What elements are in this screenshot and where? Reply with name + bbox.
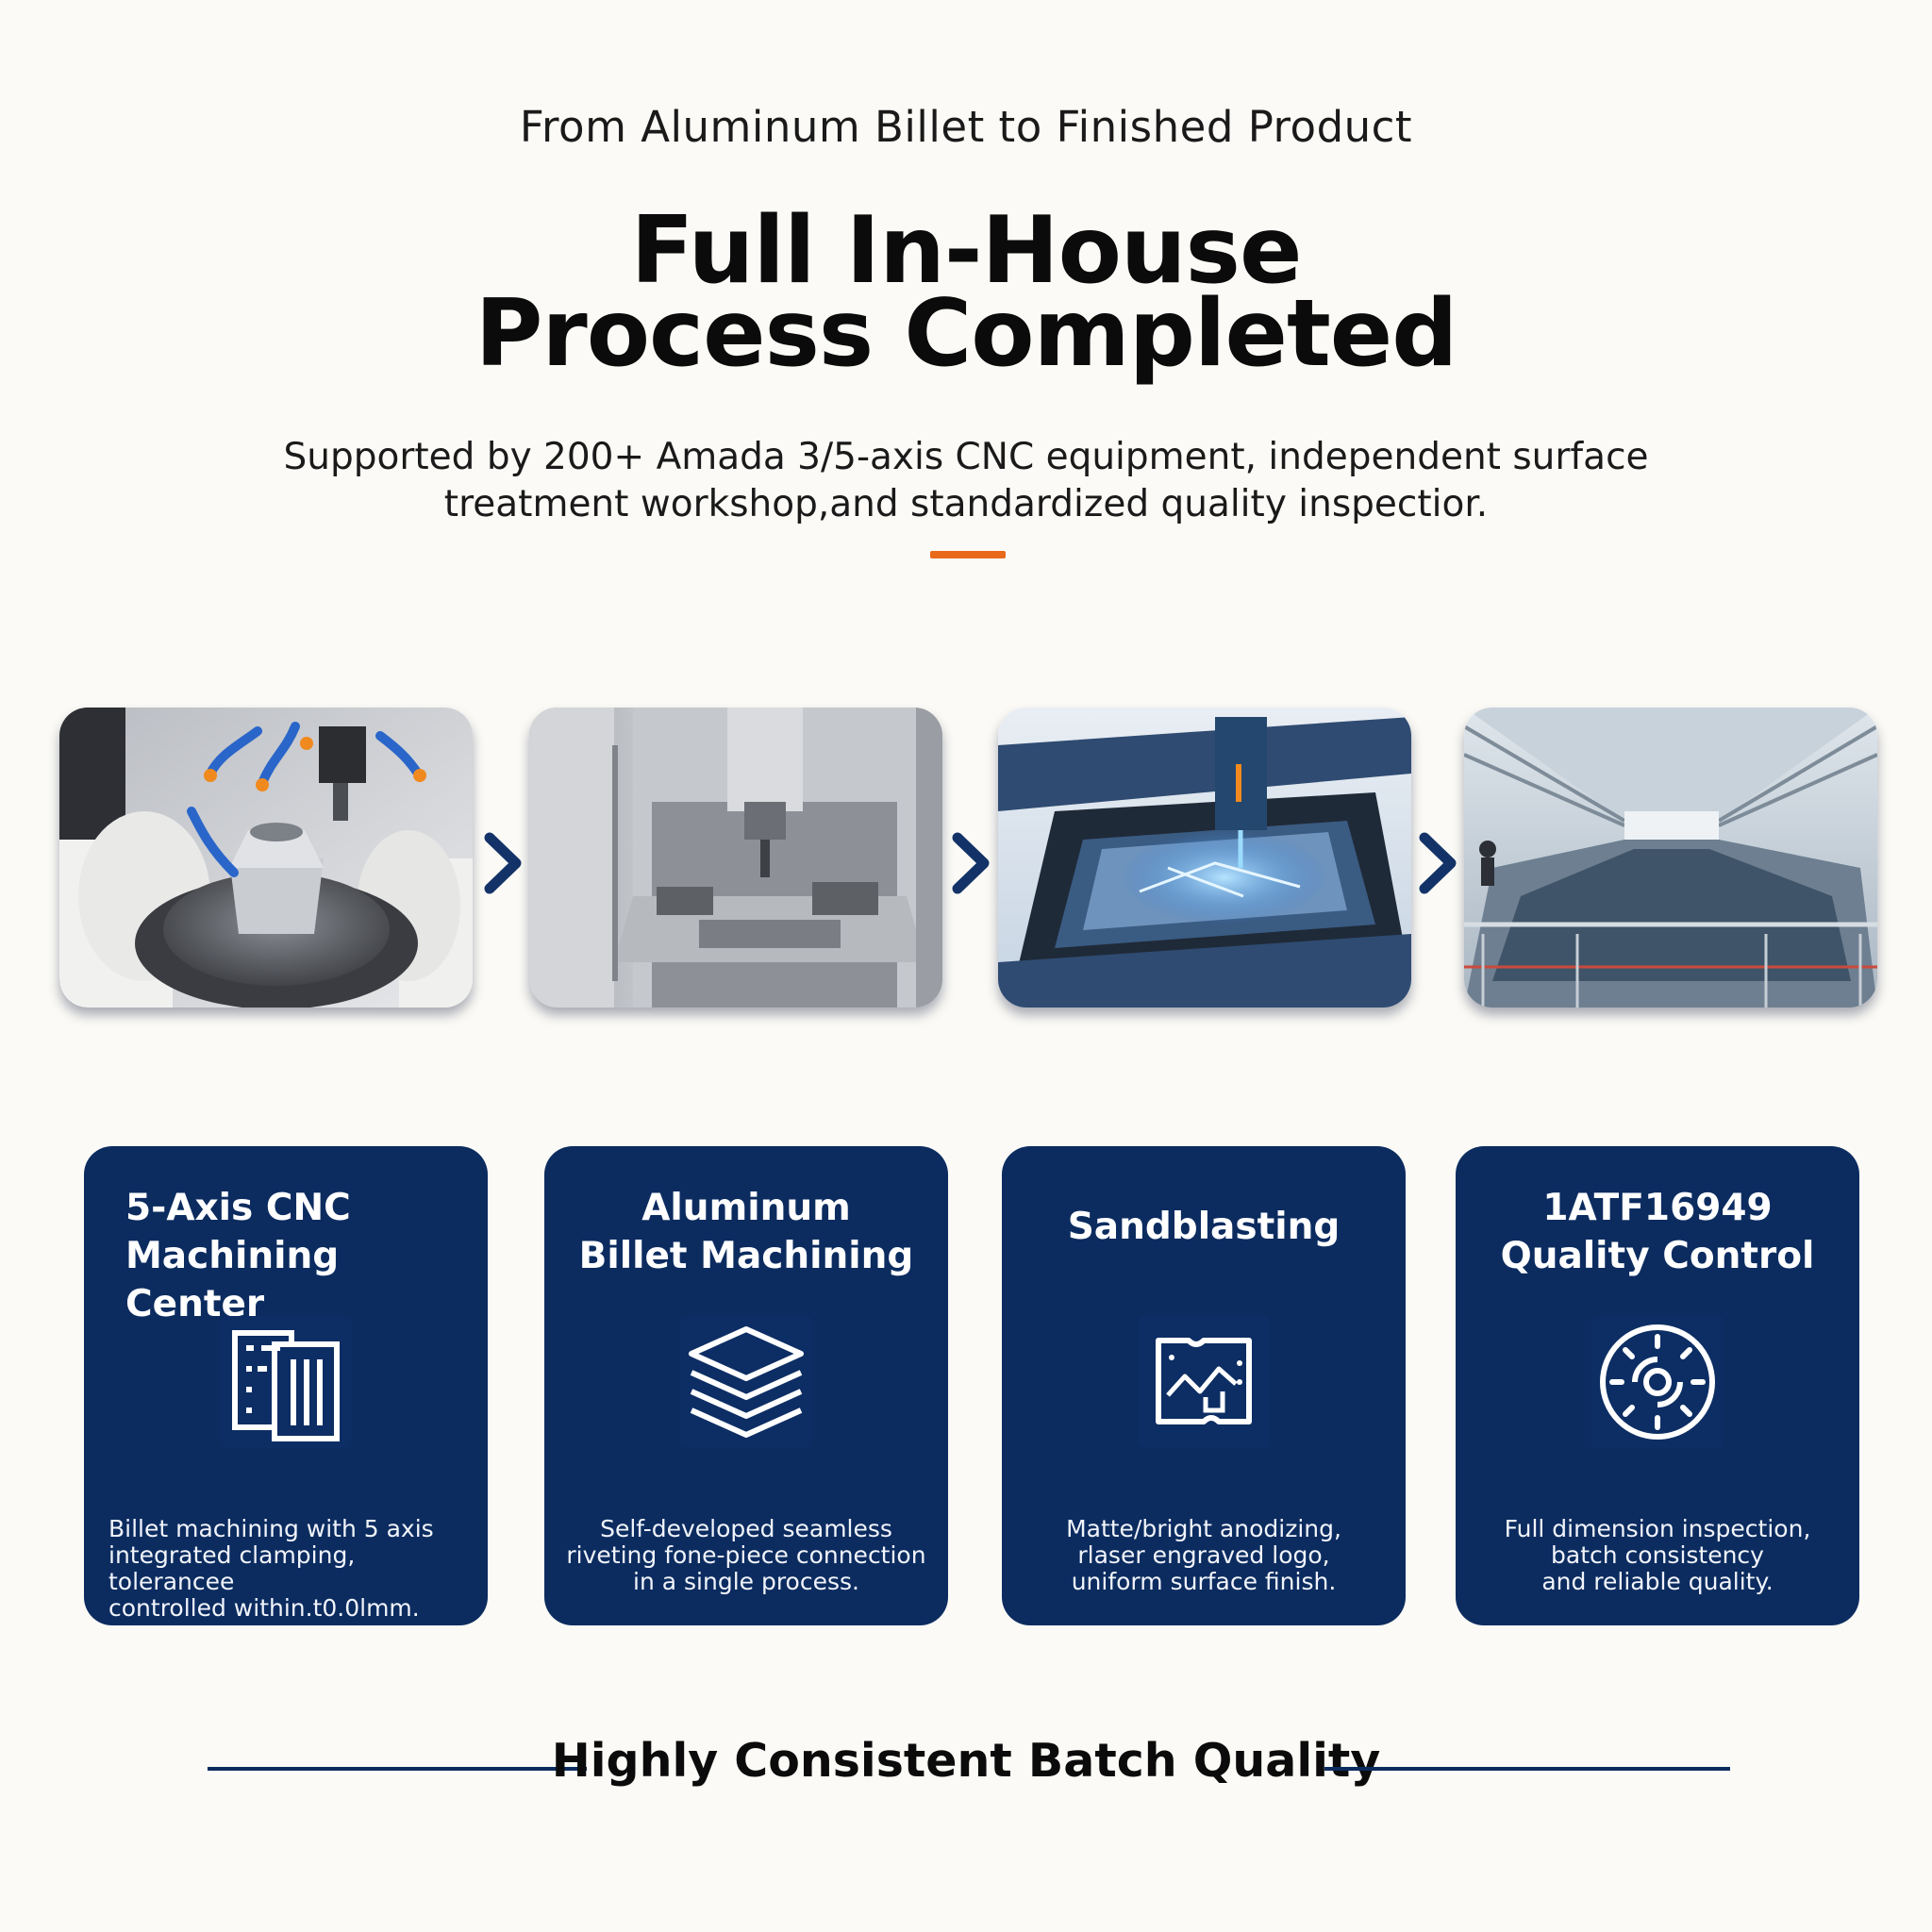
blueprint-document-icon (220, 1316, 352, 1448)
feature-card-billet-machining: Aluminum Billet Machining Self-developed… (544, 1146, 948, 1625)
page-title-line-1: Full In-House (630, 197, 1303, 305)
card-title: 1ATF16949 Quality Control (1456, 1184, 1859, 1280)
card-title-line-1: Aluminum (641, 1187, 851, 1229)
card-description: Self-developed seamless riveting fone-pi… (544, 1516, 948, 1595)
card-description-line-3: and reliable quality. (1541, 1568, 1774, 1595)
feature-card-quality-control: 1ATF16949 Quality Control Full dimension… (1456, 1146, 1859, 1625)
page-subtitle-line-2: treatment workshop,and standardized qual… (443, 483, 1489, 525)
process-arrow-1-icon (480, 830, 527, 896)
card-title: 5-Axis CNC Machining Center (84, 1184, 488, 1328)
surface-treatment-workshop-photo-icon (1464, 708, 1877, 1008)
card-title-line-2: Machining Center (125, 1235, 340, 1325)
card-title-line-2: Quality Control (1500, 1235, 1815, 1277)
card-description-line-1: Billet machining with 5 axis (108, 1515, 434, 1542)
stacked-layers-icon (680, 1316, 812, 1448)
card-title-line-1: 1ATF16949 (1542, 1187, 1773, 1229)
page-title-line-2: Process Completed (475, 280, 1458, 388)
quality-gear-icon (1591, 1316, 1724, 1448)
cnc-machining-enclosure-photo-icon (529, 708, 942, 1008)
card-title-line-1: Sandblasting (1067, 1206, 1341, 1248)
textured-surface-icon (1138, 1316, 1270, 1448)
card-description-line-2: integrated clamping, tolerancee (108, 1541, 356, 1595)
footer-divider-left (208, 1767, 587, 1771)
photo-five-axis-cnc (59, 708, 473, 1008)
process-arrow-3-icon (1415, 830, 1462, 896)
photo-cnc-machining (529, 708, 942, 1008)
card-description-line-3: in a single process. (633, 1568, 859, 1595)
card-title: Aluminum Billet Machining (544, 1184, 948, 1280)
card-description-line-2: batch consistency (1551, 1541, 1764, 1569)
feature-card-sandblasting: Sandblasting Matte/bright anodizing, rla… (1002, 1146, 1406, 1625)
card-description-line-2: riveting fone-piece connection (566, 1541, 926, 1569)
card-description-line-3: uniform surface finish. (1071, 1568, 1337, 1595)
page-subtitle: Supported by 200+ Amada 3/5-axis CNC equ… (283, 434, 1649, 528)
card-description: Full dimension inspection, batch consist… (1456, 1516, 1859, 1595)
card-description-line-3: controlled within.t0.0lmm. (108, 1594, 420, 1622)
footer-divider-right (1324, 1767, 1730, 1771)
photo-surface-treatment-workshop (1464, 708, 1877, 1008)
card-description-line-1: Self-developed seamless (600, 1515, 892, 1542)
photo-laser-engraving (998, 708, 1411, 1008)
footer-tagline: Highly Consistent Batch Quality (551, 1734, 1381, 1788)
laser-engraving-photo-icon (998, 708, 1411, 1008)
five-axis-cnc-photo-icon (59, 708, 473, 1008)
card-title-line-1: 5-Axis CNC (125, 1187, 351, 1229)
card-description-line-1: Full dimension inspection, (1504, 1515, 1811, 1542)
page-subtitle-line-1: Supported by 200+ Amada 3/5-axis CNC equ… (283, 436, 1649, 478)
page-title: Full In-House Process Completed (0, 197, 1932, 388)
accent-divider (930, 551, 1006, 558)
card-title-line-2: Billet Machining (578, 1235, 914, 1277)
card-description-line-1: Matte/bright anodizing, (1066, 1515, 1341, 1542)
card-description: Billet machining with 5 axis integrated … (84, 1516, 488, 1622)
card-description-line-2: rlaser engraved logo, (1077, 1541, 1330, 1569)
eyebrow-heading: From Aluminum Billet to Finished Product (519, 102, 1413, 152)
feature-card-five-axis-cnc: 5-Axis CNC Machining Center Billet machi… (84, 1146, 488, 1625)
card-description: Matte/bright anodizing, rlaser engraved … (1002, 1516, 1406, 1595)
process-arrow-2-icon (948, 830, 995, 896)
card-title: Sandblasting (1002, 1203, 1406, 1251)
